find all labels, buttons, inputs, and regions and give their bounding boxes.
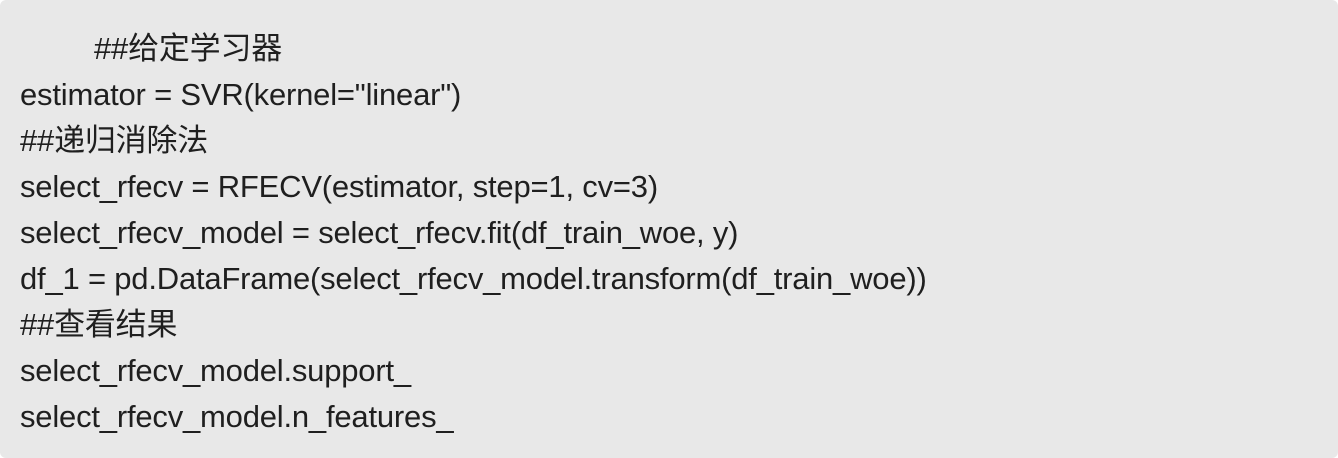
code-comment-line: ##查看结果 [20,307,178,342]
code-line: select_rfecv = RFECV(estimator, step=1, … [20,169,658,204]
code-line: select_rfecv_model.support_ [20,353,411,388]
code-line: estimator = SVR(kernel="linear") [20,77,462,112]
code-line: df_1 = pd.DataFrame(select_rfecv_model.t… [20,261,927,296]
code-line: select_rfecv_model = select_rfecv.fit(df… [20,215,739,250]
code-line: select_rfecv_model.n_features_ [20,399,454,434]
code-comment-line: ##给定学习器 [94,31,283,66]
code-comment-line: ##递归消除法 [20,123,209,158]
